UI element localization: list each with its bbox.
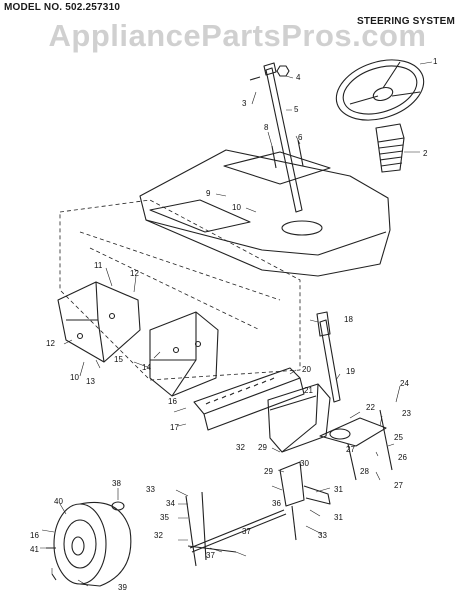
callout-10: 10: [232, 203, 241, 212]
steering-arm: [319, 409, 393, 481]
system-title: STEERING SYSTEM: [356, 16, 455, 27]
callout-27: 27: [346, 445, 355, 454]
callout-14: 14: [142, 363, 151, 372]
callout-10: 10: [70, 373, 79, 382]
callout-9: 9: [206, 189, 211, 198]
callout-11: 11: [94, 261, 103, 270]
drag-link-edge: [191, 513, 287, 553]
callout-20: 20: [302, 365, 311, 374]
callout-27: 27: [394, 481, 403, 490]
callout-29: 29: [258, 443, 267, 452]
hub-cap: [111, 501, 125, 511]
sector-gear: [193, 367, 305, 431]
axle-left: [185, 491, 237, 567]
callout-37: 37: [242, 527, 251, 536]
steering-shaft: [263, 62, 303, 213]
callout-31: 31: [334, 513, 343, 522]
shaft-hardware: [249, 65, 290, 81]
callout-1: 1: [433, 57, 438, 66]
callout-25: 25: [394, 433, 403, 442]
callout-32: 32: [154, 531, 163, 540]
callout-32: 32: [236, 443, 245, 452]
callout-17: 17: [170, 423, 179, 432]
callout-15: 15: [114, 355, 123, 364]
leader-lines: [40, 61, 433, 587]
callout-31: 31: [334, 485, 343, 494]
callout-3: 3: [242, 99, 247, 108]
callout-5: 5: [294, 105, 299, 114]
callout-21: 21: [304, 386, 313, 395]
callout-41: 41: [30, 545, 39, 554]
callout-6: 6: [298, 133, 303, 142]
callout-19: 19: [346, 367, 355, 376]
callout-33: 33: [318, 531, 327, 540]
model-number: MODEL NO. 502.257310: [4, 2, 121, 13]
callout-30: 30: [300, 459, 309, 468]
callout-33: 33: [146, 485, 155, 494]
callout-4: 4: [296, 73, 301, 82]
callout-13: 13: [86, 377, 95, 386]
callout-36: 36: [272, 499, 281, 508]
left-bracket: [57, 281, 141, 363]
gear-box: [267, 383, 331, 453]
callout-38: 38: [112, 479, 121, 488]
callout-8: 8: [264, 123, 269, 132]
front-wheel: [53, 501, 132, 587]
callout-12: 12: [130, 269, 139, 278]
callout-35: 35: [160, 513, 169, 522]
callout-40: 40: [54, 497, 63, 506]
callout-12: 12: [46, 339, 55, 348]
dash-panel: [139, 149, 391, 277]
shaft-bolts: [271, 139, 304, 169]
callout-24: 24: [400, 379, 409, 388]
center-bracket: [149, 311, 219, 397]
callout-2: 2: [423, 149, 428, 158]
callout-26: 26: [398, 453, 407, 462]
frame-outline: [59, 199, 301, 381]
callout-16: 16: [168, 397, 177, 406]
spindle: [279, 461, 331, 541]
callout-29: 29: [264, 467, 273, 476]
callout-16: 16: [30, 531, 39, 540]
callout-18: 18: [344, 315, 353, 324]
lower-shaft: [319, 319, 341, 403]
callout-39: 39: [118, 583, 127, 592]
steering-wheel: [335, 59, 425, 121]
wheel-hardware: [46, 547, 57, 581]
callout-22: 22: [366, 403, 375, 412]
shaft-coupler: [316, 311, 331, 337]
callout-28: 28: [360, 467, 369, 476]
callout-23: 23: [402, 409, 411, 418]
callout-34: 34: [166, 499, 175, 508]
drag-link: [189, 509, 285, 549]
steering-boot: [375, 123, 405, 173]
callout-37: 37: [206, 551, 215, 560]
